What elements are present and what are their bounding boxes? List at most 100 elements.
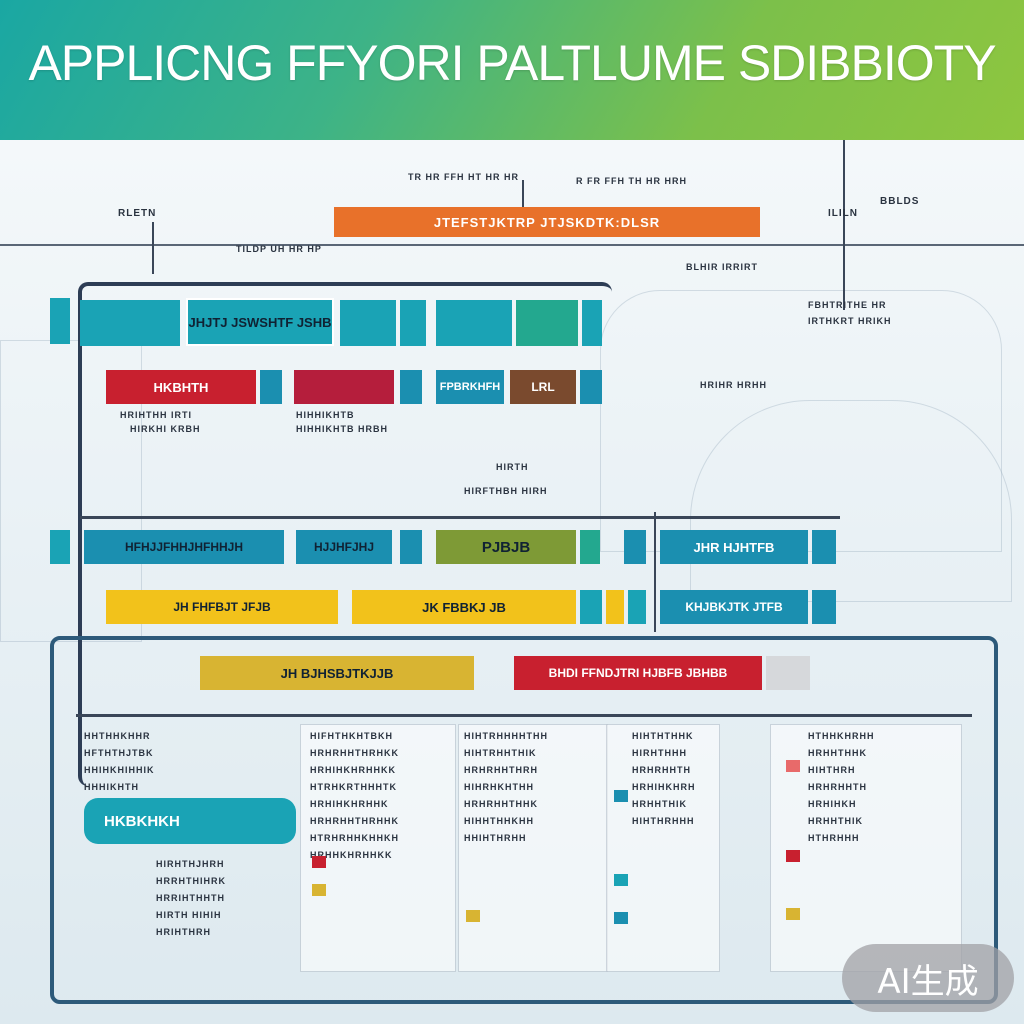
- background-building-outline: [0, 340, 142, 642]
- column-text-line: HIHTHRH: [808, 765, 856, 775]
- row2-block: [260, 370, 282, 404]
- column-text-line: HRHRHHTH: [808, 782, 867, 792]
- row5-red-block: BHDI FFNDJTRI HJBFB JBHBB: [514, 656, 762, 690]
- section-divider-vertical: [654, 512, 656, 632]
- column-text-line: HRHRHHTHHK: [464, 799, 538, 809]
- color-swatch: [312, 856, 326, 868]
- row1-block: [80, 300, 180, 346]
- row1-block: [340, 300, 396, 346]
- row1-block: [400, 300, 426, 346]
- column-text-line: HIHTRHHTHIK: [464, 748, 537, 758]
- row4-block: [812, 590, 836, 624]
- column-text-line: HTHRHHH: [808, 833, 860, 843]
- column-text-2: HIFHTHKHTBKH HRHRHHTHRHKK HRHIHKHRHHKK H…: [310, 728, 399, 864]
- timeline-caption: BLHIR IRRIRT: [686, 262, 758, 272]
- column-panel: [300, 724, 456, 972]
- column-text-line: HRHIHKH: [808, 799, 857, 809]
- column-text-line: HIHRHKHTHH: [464, 782, 534, 792]
- column-text-line: HHHIKHTH: [84, 782, 139, 792]
- row2-brown-block: LRL: [510, 370, 576, 404]
- column-text-line: HRHIHKHRH: [632, 782, 696, 792]
- row5-yellow-block: JH BJHSBJTKJJB: [200, 656, 474, 690]
- timeline-caption: IRTHKRT HRIKH: [808, 316, 892, 326]
- column-text-line: HRHRHHTHRHKK: [310, 748, 399, 758]
- timeline-caption: TILDP UH HR HP: [236, 244, 322, 254]
- column-text-line: HRHIHKHRHHK: [310, 799, 389, 809]
- column-text-line: HRRIHTHHTH: [156, 893, 225, 903]
- timeline-caption: R FR FFH TH HR HRH: [576, 176, 687, 186]
- timeline-caption: TR HR FFH HT HR HR: [408, 172, 519, 182]
- column-text-line: HRHRHHTH: [632, 765, 691, 775]
- column-text-line: HIHTHRHHH: [632, 816, 695, 826]
- row2-red-block: HKBHTH: [106, 370, 256, 404]
- row2-caption: HIHHIKHTB HRBH: [296, 424, 388, 434]
- row1-block: [582, 300, 602, 346]
- column-text-line: HHTHHKHHR: [84, 731, 151, 741]
- row2-caption: HIHHIKHTB: [296, 410, 355, 420]
- column-text-line: HRHHTHIK: [632, 799, 687, 809]
- timeline-bar-orange: JTEFSTJKTRP JTJSKDTK:DLSR: [334, 207, 760, 237]
- row2-caption: HIRKHI KRBH: [130, 424, 201, 434]
- lower-divider: [76, 714, 972, 717]
- bottom-label-box: HKBKHKH: [84, 798, 296, 844]
- timeline-tick: [522, 180, 524, 220]
- column-text-line: HIRHTHHH: [632, 748, 687, 758]
- background-building-outline: [690, 400, 1012, 602]
- column-text-3: HIHTRHHHHTHH HIHTRHHTHIK HRHRHHTHRH HIHR…: [464, 728, 548, 847]
- row1-block: [516, 300, 578, 346]
- column-text-line: HIHTHTHHK: [632, 731, 694, 741]
- row3-block: [580, 530, 600, 564]
- row3-teal-block: HJJHFJHJ: [296, 530, 392, 564]
- column-text-line: HTRHRHHKHHKH: [310, 833, 399, 843]
- section-divider: [80, 516, 840, 519]
- timeline-tick: [152, 222, 154, 274]
- row3-right-title: JHR HJHTFB: [660, 530, 808, 564]
- ai-generated-badge: AI生成: [842, 944, 1014, 1012]
- lower-process-frame: [50, 636, 998, 1004]
- row2-block: [294, 370, 394, 404]
- column-text-line: HRIHTHRH: [156, 927, 211, 937]
- column-text-line: HRHHTHIK: [808, 816, 863, 826]
- row4-yellow-block: JK FBBKJ JB: [352, 590, 576, 624]
- top-right-label-2: BBLDS: [880, 196, 920, 207]
- column-text-4: HIHTHTHHK HIRHTHHH HRHRHHTH HRHIHKHRH HR…: [632, 728, 696, 830]
- row4-block: [580, 590, 602, 624]
- row3-block: [400, 530, 422, 564]
- color-swatch: [614, 912, 628, 924]
- row3-teal-block: HFHJJFHHJHFHHJH: [84, 530, 284, 564]
- page-title: APPLΙCNG FFYORI PALTLUME SDIBBIOTY: [28, 35, 996, 91]
- column-text-line: HRHIHKHRHHKK: [310, 765, 396, 775]
- row5-grey-block: [766, 656, 810, 690]
- column-text-line: HRHHKHRHHKK: [310, 850, 393, 860]
- column-panel: [606, 724, 720, 972]
- row2-block: [580, 370, 602, 404]
- timeline-axis: [0, 244, 1024, 246]
- row4-yellow-block: JH FHFBJT JFJB: [106, 590, 338, 624]
- column-text-line: HIFHTHKHTBKH: [310, 731, 393, 741]
- column-text-line: HIHTRHHHHTHH: [464, 731, 548, 741]
- top-left-label: RLETN: [118, 208, 157, 219]
- row4-block: [606, 590, 624, 624]
- color-swatch: [312, 884, 326, 896]
- row3-side-block: [50, 530, 70, 564]
- column-text-line: HFTHTHJTBK: [84, 748, 154, 758]
- color-swatch: [614, 790, 628, 802]
- column-text-line: HIHHTHHKHH: [464, 816, 534, 826]
- column-panel: [770, 724, 962, 972]
- header-banner: APPLΙCNG FFYORI PALTLUME SDIBBIOTY: [0, 0, 1024, 140]
- row3-block: [812, 530, 836, 564]
- row3-block: [624, 530, 646, 564]
- row3-olive-block: PJBJB: [436, 530, 576, 564]
- column-text-line: HTRHKRTHHHTK: [310, 782, 397, 792]
- column-text-left-lower: HIRHTHJHRH HRRHTHIHRK HRRIHTHHTH HIRTH H…: [156, 856, 226, 941]
- column-text-line: HRHRHHTHRH: [464, 765, 538, 775]
- row1-side-block: [50, 298, 70, 344]
- color-swatch: [614, 874, 628, 886]
- column-text-line: HHIHKHIHHIK: [84, 765, 155, 775]
- row2-caption: HRIHTHH IRTI: [120, 410, 192, 420]
- color-swatch: [466, 910, 480, 922]
- column-text-line: HIRTH HIHIH: [156, 910, 222, 920]
- row2-teal-block: FPBRKHFH: [436, 370, 504, 404]
- upper-process-frame: [78, 282, 612, 786]
- column-text-line: HTHHKHRHH: [808, 731, 875, 741]
